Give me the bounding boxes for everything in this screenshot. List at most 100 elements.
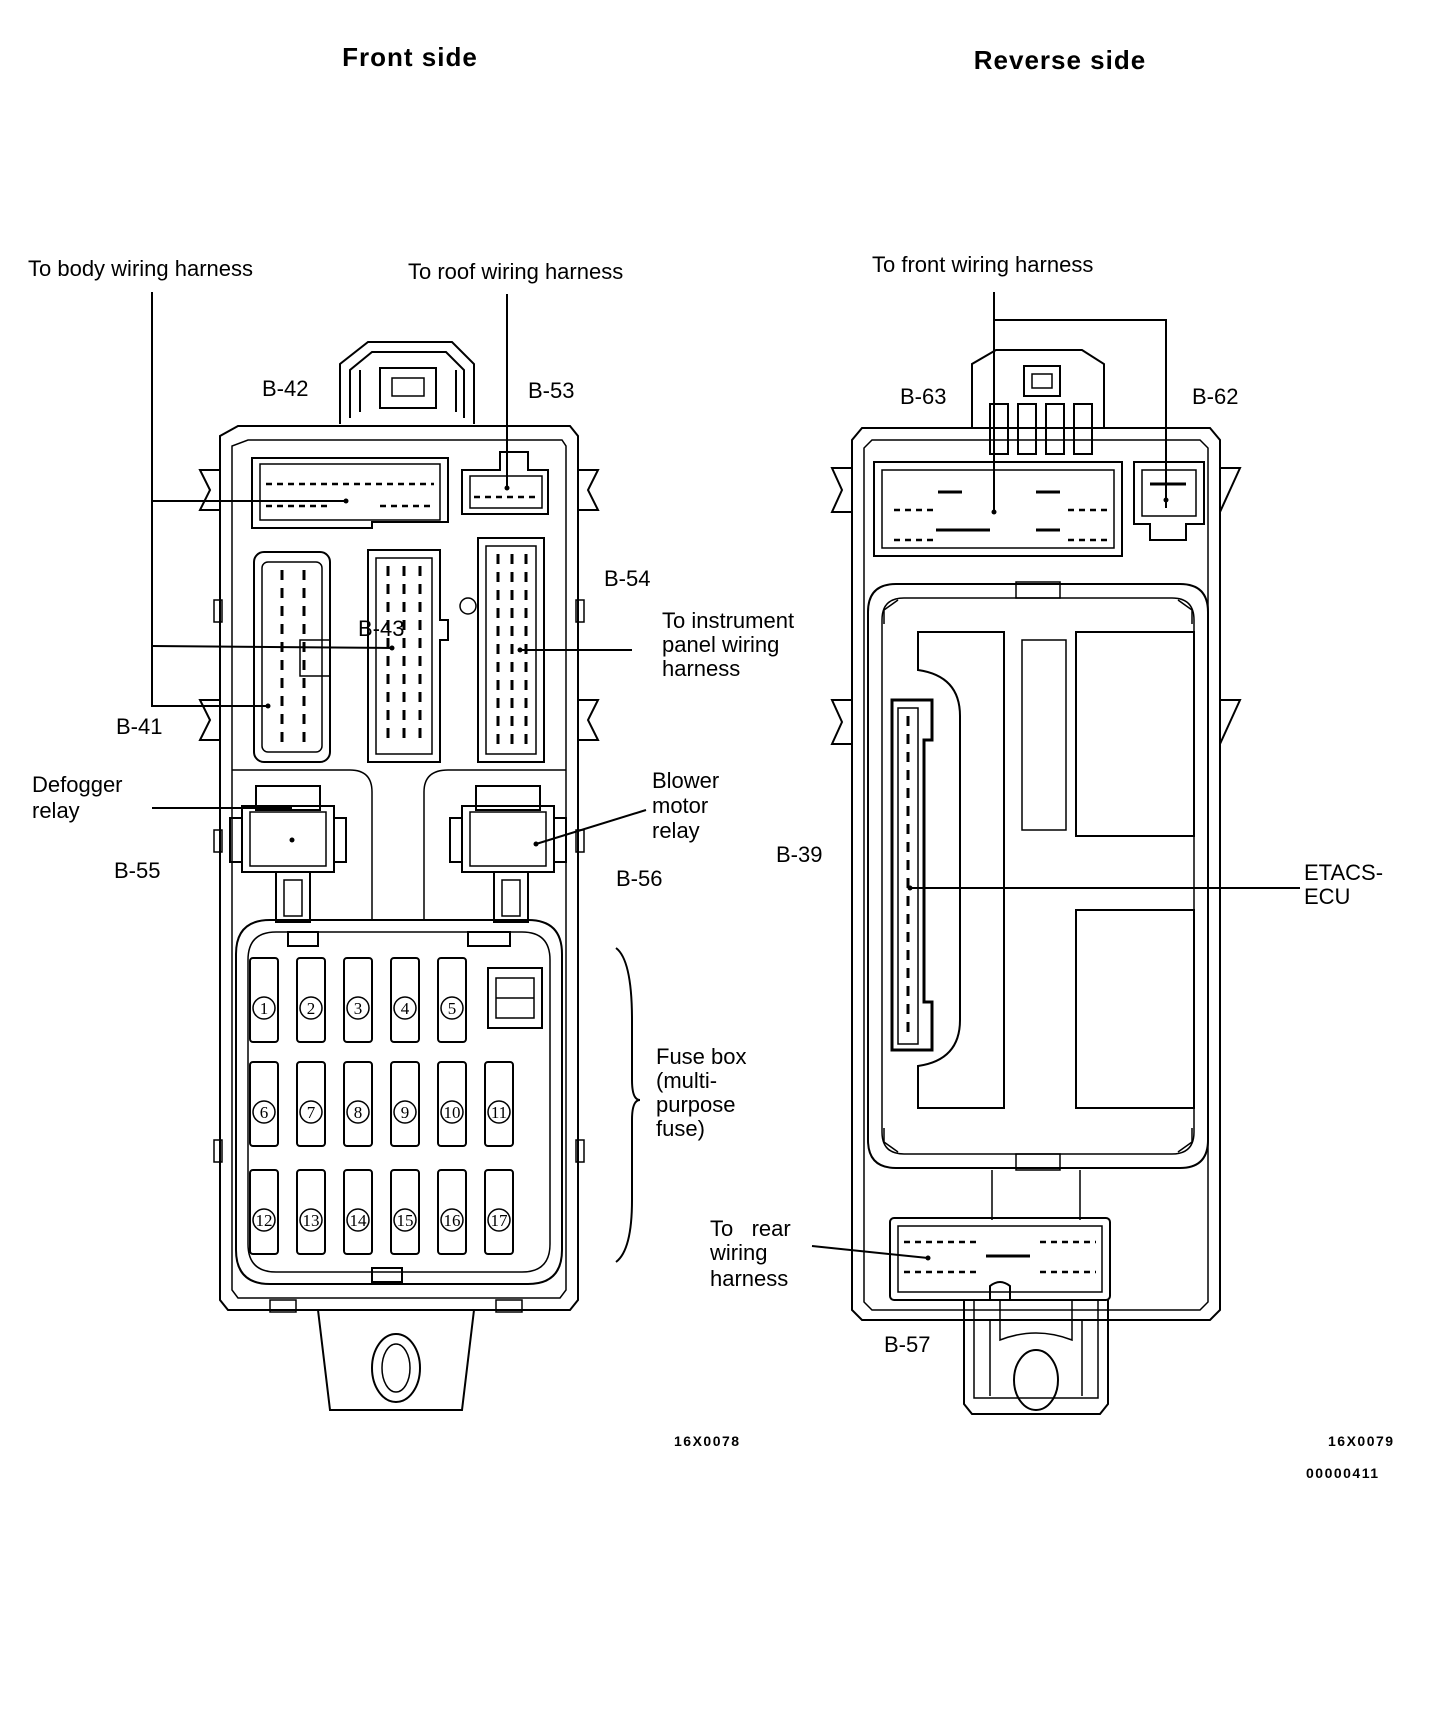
fuse-number-ring [346, 1100, 370, 1124]
fuse-number-ring [252, 996, 276, 1020]
label-b39: B-39 [776, 842, 822, 867]
fuse-number-ring [299, 1208, 323, 1232]
fuse-number-ring [299, 996, 323, 1020]
fuse-number-4: 4 [401, 999, 410, 1018]
label-rear-harness-2: wiring [709, 1240, 767, 1265]
label-fuse-box-2: (multi- [656, 1068, 717, 1093]
label-b42: B-42 [262, 376, 308, 401]
label-b57: B-57 [884, 1332, 930, 1357]
fuse-number-7: 7 [307, 1103, 316, 1122]
front-side-tabs [198, 469, 600, 1163]
reverse-mount-tab [963, 1300, 1109, 1415]
fuse-number-6: 6 [260, 1103, 269, 1122]
fuse-number-15: 15 [397, 1211, 414, 1230]
label-defogger-relay-1: Defogger [32, 772, 123, 797]
fuse-slot [296, 957, 326, 1043]
fuse-number-2: 2 [307, 999, 316, 1018]
fuse-number-ring [299, 1100, 323, 1124]
front-side-title: Front side [342, 42, 478, 72]
front-figure-code: 16X0078 [674, 1433, 741, 1449]
fuse-number-13: 13 [303, 1211, 320, 1230]
fuse-number-ring [393, 1208, 417, 1232]
document-code: 00000411 [1306, 1465, 1380, 1481]
fuse-number-10: 10 [444, 1103, 461, 1122]
reverse-side-block: To front wiring harness B-63 B-62 B-39 E… [709, 252, 1395, 1481]
reverse-side-title: Reverse side [974, 45, 1146, 75]
fuse-number-ring [440, 996, 464, 1020]
connector-b42 [251, 457, 449, 529]
fuse-number-12: 12 [256, 1211, 273, 1230]
fuse-number-11: 11 [491, 1103, 507, 1122]
fuse-slot [437, 1169, 467, 1255]
fuse-slot [249, 957, 279, 1043]
connector-b62 [1133, 461, 1205, 541]
label-fuse-box-4: fuse) [656, 1116, 705, 1141]
relay-b56-blower [449, 785, 567, 923]
fuse-slot [343, 957, 373, 1043]
fuse-number-3: 3 [354, 999, 363, 1018]
label-front-wiring-harness: To front wiring harness [872, 252, 1093, 277]
front-mount-tab [269, 1299, 523, 1411]
connector-b53 [461, 451, 549, 515]
label-b62: B-62 [1192, 384, 1238, 409]
fuse-number-ring [487, 1100, 511, 1124]
label-blower-relay-3: relay [652, 818, 700, 843]
fuse-number-ring [252, 1100, 276, 1124]
fuse-slot [343, 1061, 373, 1147]
label-instrument-harness-1: To instrument [662, 608, 794, 633]
fuse-number-9: 9 [401, 1103, 410, 1122]
label-fuse-box-1: Fuse box [656, 1044, 747, 1069]
fuse-slot [296, 1061, 326, 1147]
fuse-number-ring [346, 1208, 370, 1232]
fuse-slot [437, 1061, 467, 1147]
fuse-number-8: 8 [354, 1103, 363, 1122]
fuse-slot [390, 957, 420, 1043]
fuse-slot [484, 1169, 514, 1255]
fuse-number-ring [393, 1100, 417, 1124]
label-blower-relay-1: Blower [652, 768, 719, 793]
reverse-side-tabs [830, 467, 1242, 745]
front-leader-lines [151, 292, 647, 1263]
fuse-slot [249, 1169, 279, 1255]
fuse-number-ring [440, 1208, 464, 1232]
label-b43: B-43 [358, 616, 404, 641]
connector-b63 [873, 461, 1123, 557]
label-instrument-harness-3: harness [662, 656, 740, 681]
label-rear-harness-1: To rear [710, 1216, 791, 1241]
fuse-number-14: 14 [350, 1211, 368, 1230]
label-etacs-ecu-1: ETACS- [1304, 860, 1383, 885]
label-fuse-box-3: purpose [656, 1092, 736, 1117]
connector-b41 [253, 551, 331, 763]
label-body-wiring-harness: To body wiring harness [28, 256, 253, 281]
label-etacs-ecu-2: ECU [1304, 884, 1350, 909]
label-b54: B-54 [604, 566, 650, 591]
fuse-number-ring [440, 1100, 464, 1124]
label-b55: B-55 [114, 858, 160, 883]
fuse-slot [343, 1169, 373, 1255]
label-b63: B-63 [900, 384, 946, 409]
fuse-slot [249, 1061, 279, 1147]
label-b41: B-41 [116, 714, 162, 739]
label-rear-harness-3: harness [710, 1266, 788, 1291]
label-blower-relay-2: motor [652, 793, 708, 818]
fuse-number-ring [252, 1208, 276, 1232]
relay-b55-defogger [229, 785, 347, 923]
fuse-slot [390, 1061, 420, 1147]
fuse-number-ring [393, 996, 417, 1020]
label-b56: B-56 [616, 866, 662, 891]
fuse-number-16: 16 [444, 1211, 461, 1230]
label-defogger-relay-2: relay [32, 798, 80, 823]
fuse-number-ring [487, 1208, 511, 1232]
label-roof-wiring-harness: To roof wiring harness [408, 259, 623, 284]
fuse-number-ring [346, 996, 370, 1020]
reverse-figure-code: 16X0079 [1328, 1433, 1395, 1449]
etacs-ecu-housing [867, 581, 1209, 1171]
fuse-slot [390, 1169, 420, 1255]
fuse-slot [484, 1061, 514, 1147]
fuse-number-5: 5 [448, 999, 457, 1018]
connector-b43 [367, 549, 477, 763]
